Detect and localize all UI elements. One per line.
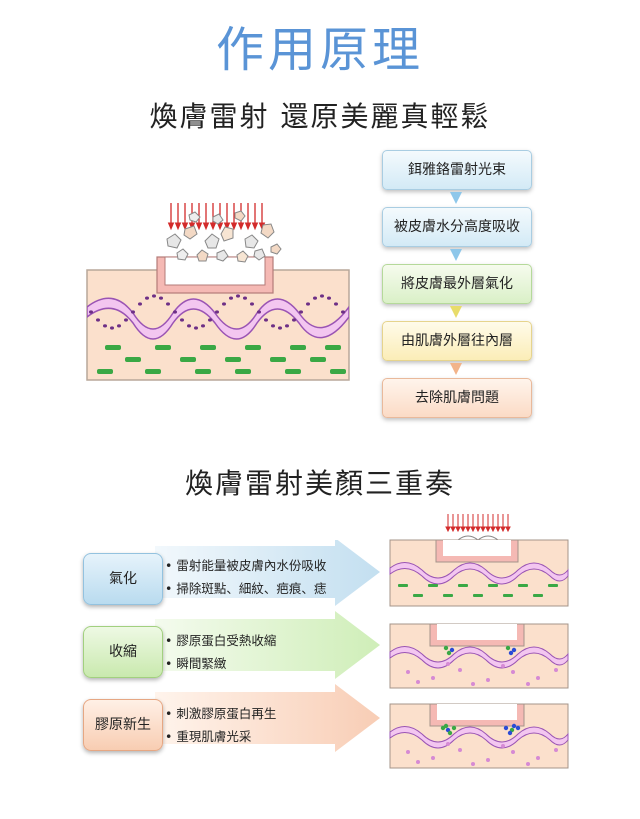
section-title-principle: 煥膚雷射 還原美麗真輕鬆 [149,100,491,133]
stage-label-regenerate: 膠原新生 [83,699,163,751]
flow-arrow-icon [450,249,462,261]
debris-particles [166,210,282,263]
stage-label-contract: 收縮 [83,626,163,678]
flow-arrow-icon [450,363,462,375]
skin-diagram-vaporize [389,514,569,607]
flow-arrow-icon [450,192,462,204]
stage-1-bullet-2: 掃除斑點、細紋、疤痕、痣 [165,578,326,597]
section-title-trilogy: 煥膚雷射美顏三重奏 [184,467,455,500]
flow-step-3: 將皮膚最外層氣化 [382,264,532,304]
stage-3-bullet-2: 重現肌膚光采 [165,726,251,745]
flow-step-4: 由肌膚外層往內層 [382,321,532,361]
stage-1-bullet-1: 雷射能量被皮膚內水份吸收 [165,555,326,574]
flow-step-2: 被皮膚水分高度吸收 [382,207,532,247]
skin-diagram-regenerate [389,703,569,769]
page-title: 作用原理 [215,22,424,78]
flow-step-1: 鉺雅鉻雷射光束 [382,150,532,190]
flow-step-5: 去除肌膚問題 [382,378,532,418]
stage-2-bullet-2: 瞬間緊緻 [165,653,226,672]
laser-skin-diagram [86,203,350,381]
flow-arrow-icon [450,306,462,318]
skin-block [86,256,350,381]
stage-3-bullet-1: 刺激膠原蛋白再生 [165,703,276,722]
skin-diagram-contract [389,623,569,689]
stage-label-vaporize: 氣化 [83,553,163,605]
stage-2-bullet-1: 膠原蛋白受熱收縮 [165,630,276,649]
flow-connector-arrows [450,192,462,375]
